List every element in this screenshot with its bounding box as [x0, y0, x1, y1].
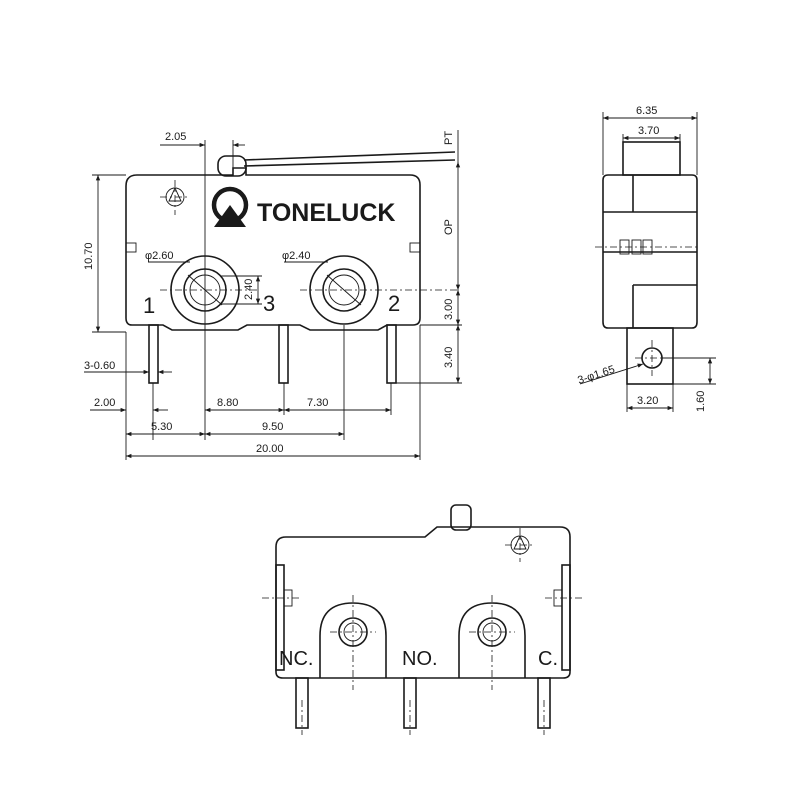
side-body-outline — [602, 174, 698, 329]
terminal-label-no: NO. — [402, 648, 438, 670]
dim-actuator-width: 3.70 — [638, 125, 659, 137]
pin-label-3: 3 — [263, 291, 275, 316]
dim-pin-width: 3-0.60 — [84, 360, 115, 372]
back-terminal-no — [403, 677, 417, 729]
dim-terminal-width: 3.20 — [637, 395, 658, 407]
front-view: TONELUCK 1 — [83, 130, 462, 460]
dim-hole-to-base: 3.00 — [443, 299, 455, 320]
switch-body-outline — [125, 167, 421, 331]
pin-label-1: 1 — [143, 293, 155, 318]
locator-mark-right — [409, 242, 421, 253]
side-view: 6.35 3.70 3-φ1.65 3.20 1.60 — [576, 105, 716, 412]
back-view: NC. NO. C. — [262, 504, 582, 735]
mounting-hole-right — [300, 255, 460, 325]
brand-name: TONELUCK — [257, 199, 395, 227]
dim-height: 10.70 — [83, 242, 95, 270]
dim-pin-length: 3.40 — [443, 347, 455, 368]
back-terminal-c — [537, 677, 551, 729]
dim-overall-length: 20.00 — [256, 443, 284, 455]
dim-op: OP — [443, 219, 455, 235]
actuator-lever — [217, 151, 456, 177]
dim-pt: PT — [443, 131, 455, 145]
toneluck-logo — [211, 186, 249, 227]
dim-terminal-hole: 3-φ1.65 — [576, 364, 616, 387]
dim-hole-left: φ2.60 — [145, 250, 174, 262]
dim-overall-width: 6.35 — [636, 105, 657, 117]
back-triangle-mark-icon — [505, 528, 535, 562]
back-body-outline — [275, 526, 571, 679]
locator-mark-left — [125, 242, 137, 253]
terminal-label-nc: NC. — [279, 648, 313, 670]
dim-hole-spacing: 9.50 — [262, 421, 283, 433]
dim-terminal-hole-height: 1.60 — [695, 391, 707, 412]
side-terminal-tab — [626, 327, 674, 385]
back-boss-right — [458, 595, 526, 690]
pin-3 — [278, 324, 289, 384]
pin-1 — [148, 324, 159, 384]
back-actuator — [450, 504, 472, 531]
dim-pin-spacing-right: 7.30 — [307, 397, 328, 409]
terminal-label-c: C. — [538, 648, 558, 670]
pin-label-2: 2 — [388, 291, 400, 316]
dim-hole-vertical: 2.40 — [243, 279, 255, 300]
triangle-mark-icon — [160, 180, 190, 215]
dim-pretravel-offset: 2.05 — [165, 131, 186, 143]
dim-pin1-to-hole: 5.30 — [151, 421, 172, 433]
dim-pin-spacing-left: 8.80 — [217, 397, 238, 409]
dim-pin1-to-edge: 2.00 — [94, 397, 115, 409]
pin-2 — [386, 324, 397, 384]
back-terminal-nc — [295, 677, 309, 729]
back-boss-left — [319, 595, 387, 690]
side-actuator — [622, 141, 681, 176]
dim-hole-right: φ2.40 — [282, 250, 311, 262]
